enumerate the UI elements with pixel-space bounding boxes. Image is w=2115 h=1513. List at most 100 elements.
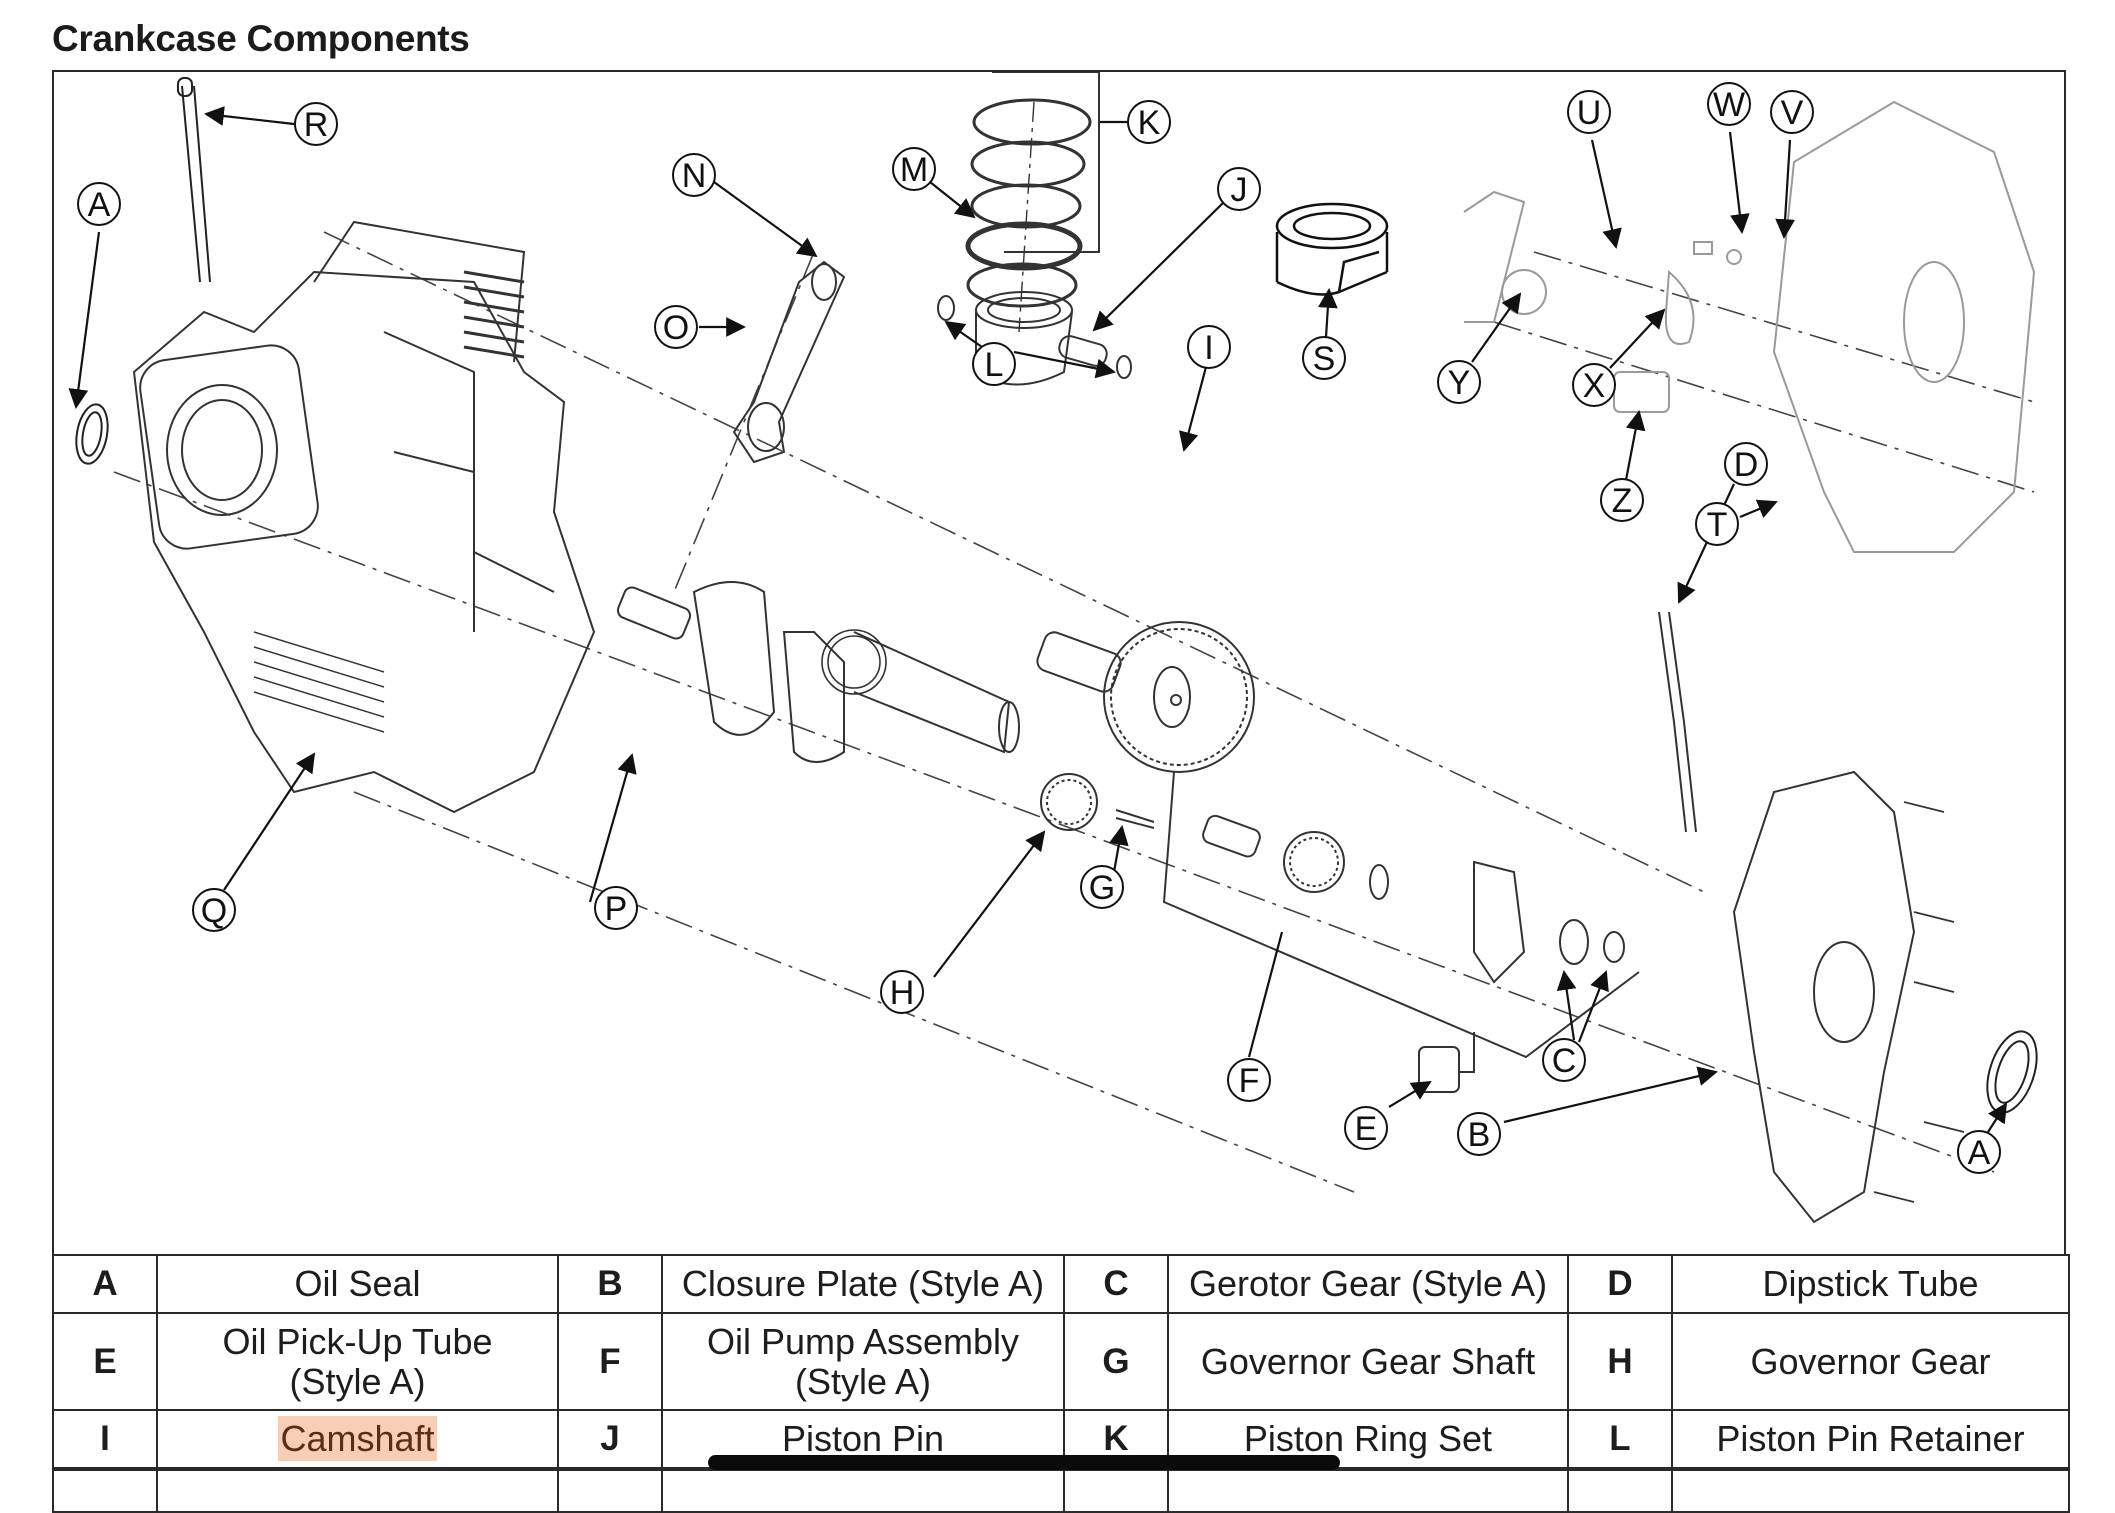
- piston-part: [1275, 202, 1389, 296]
- part-key: F: [557, 1312, 663, 1411]
- callout-H: H: [880, 970, 924, 1014]
- callout-label: J: [1231, 171, 1248, 209]
- callout-label: C: [1552, 1042, 1577, 1080]
- governor-gear-part: [1040, 773, 1155, 831]
- callout-G: G: [1080, 865, 1124, 909]
- callout-J: J: [1217, 167, 1261, 211]
- part-name: Gerotor Gear (Style A): [1167, 1254, 1569, 1314]
- callout-label: W: [1713, 86, 1745, 124]
- closure-plate-style-b-part: [1463, 100, 2036, 553]
- piston-ring-set-part: [965, 72, 1100, 333]
- callout-label: P: [605, 890, 628, 928]
- callout-X: X: [1572, 363, 1616, 407]
- empty-cell: [1567, 1468, 1673, 1513]
- callout-label: M: [900, 151, 928, 189]
- callout-label: K: [1138, 104, 1161, 142]
- callout-label: R: [304, 106, 329, 144]
- callout-P: P: [594, 886, 638, 930]
- oil-pickup-tube-part: [1418, 1032, 1475, 1093]
- part-key: I: [52, 1409, 158, 1471]
- part-name: Governor Gear Shaft: [1167, 1312, 1569, 1411]
- callout-B: B: [1457, 1112, 1501, 1156]
- part-key: L: [1567, 1409, 1673, 1471]
- piston-assembly-part: [937, 291, 1132, 386]
- callout-M: M: [892, 147, 936, 191]
- connecting-rod-part: [732, 260, 846, 464]
- callout-N: N: [672, 153, 716, 197]
- callout-label: S: [1313, 340, 1336, 378]
- callout-S: S: [1302, 336, 1346, 380]
- callout-U: U: [1567, 90, 1611, 134]
- oil-seal-left-part: [75, 403, 109, 465]
- oil-pump-assembly-part: [1162, 771, 1640, 1059]
- part-key: H: [1567, 1312, 1673, 1411]
- part-key: B: [557, 1254, 663, 1314]
- part-key: J: [557, 1409, 663, 1471]
- callout-L: L: [972, 342, 1016, 386]
- part-name: Dipstick Tube: [1671, 1254, 2070, 1314]
- crankshaft-part: [616, 581, 1020, 763]
- part-name-cell: Camshaft: [156, 1409, 559, 1471]
- callout-A-right: A: [1957, 1130, 2001, 1174]
- exploded-diagram: A R N M K J O L S I U W V Y X Z T D Q P …: [52, 70, 2066, 1255]
- empty-cell: [52, 1468, 158, 1513]
- horizontal-scrollbar-thumb[interactable]: [708, 1455, 1340, 1470]
- empty-cell: [156, 1468, 559, 1513]
- part-key: E: [52, 1312, 158, 1411]
- callout-E: E: [1344, 1106, 1388, 1150]
- callout-F: F: [1227, 1058, 1271, 1102]
- axis-lines: [113, 231, 2035, 1193]
- empty-cell: [1671, 1468, 2070, 1513]
- callout-label: I: [1204, 329, 1213, 367]
- empty-cell: [1063, 1468, 1169, 1513]
- camshaft-part: [1036, 621, 1255, 773]
- page-title: Crankcase Components: [52, 18, 470, 59]
- callout-label: H: [890, 974, 915, 1012]
- callout-V: V: [1770, 90, 1814, 134]
- callout-K: K: [1127, 100, 1171, 144]
- callout-Z: Z: [1600, 478, 1644, 522]
- callout-Q: Q: [192, 888, 236, 932]
- callout-label: X: [1583, 367, 1606, 405]
- highlighted-part-name[interactable]: Camshaft: [278, 1416, 437, 1461]
- callout-label: A: [88, 186, 111, 224]
- part-name: Oil Pump Assembly (Style A): [661, 1312, 1065, 1411]
- dipstick-part: [177, 77, 211, 283]
- callout-label: O: [663, 309, 689, 347]
- part-name: Piston Pin Retainer: [1671, 1409, 2070, 1471]
- legend-row: A Oil Seal B Closure Plate (Style A) C G…: [52, 1254, 2070, 1314]
- empty-cell: [1167, 1468, 1569, 1513]
- part-key: A: [52, 1254, 158, 1314]
- callout-T: T: [1695, 502, 1739, 546]
- callout-Y: Y: [1437, 360, 1481, 404]
- empty-cell: [661, 1468, 1065, 1513]
- callout-A-left: A: [77, 182, 121, 226]
- exploded-diagram-svg: A R N M K J O L S I U W V Y X Z T D Q P …: [68, 72, 2038, 1224]
- callout-label: V: [1781, 94, 1804, 132]
- legend-row-partial: [52, 1468, 2070, 1513]
- callout-label: T: [1707, 506, 1728, 544]
- callout-label: D: [1734, 446, 1759, 484]
- part-name: Oil Seal: [156, 1254, 559, 1314]
- legend-row: E Oil Pick-Up Tube (Style A) F Oil Pump …: [52, 1312, 2070, 1411]
- callout-W: W: [1707, 82, 1751, 126]
- callouts: A R N M K J O L S I U W V Y X Z T D Q P …: [77, 82, 2001, 1174]
- dipstick-tube-part: [1658, 611, 1697, 833]
- callout-C: C: [1542, 1038, 1586, 1082]
- callout-label: B: [1468, 1116, 1491, 1154]
- closure-plate-part: [1732, 770, 1965, 1224]
- callout-label: Q: [201, 892, 227, 930]
- callout-label: F: [1239, 1062, 1260, 1100]
- callout-label: A: [1968, 1134, 1991, 1172]
- callout-label: G: [1089, 869, 1115, 907]
- callout-label: Y: [1448, 364, 1471, 402]
- part-name: Governor Gear: [1671, 1312, 2070, 1411]
- callout-label: L: [985, 346, 1004, 384]
- oil-seal-right-part: [1986, 1030, 2038, 1114]
- part-key: G: [1063, 1312, 1169, 1411]
- crankcase-part: [132, 220, 596, 814]
- part-name: Oil Pick-Up Tube (Style A): [156, 1312, 559, 1411]
- callout-label: E: [1355, 1110, 1378, 1148]
- callout-label: N: [682, 157, 707, 195]
- callout-I: I: [1187, 325, 1231, 369]
